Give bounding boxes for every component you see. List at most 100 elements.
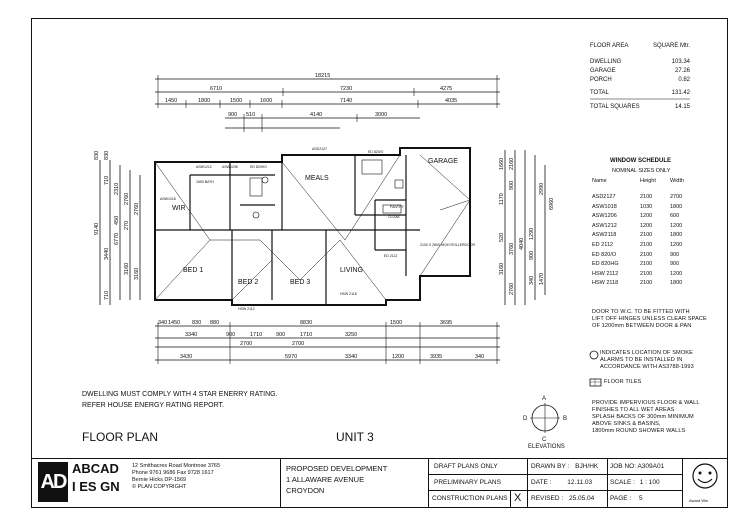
dim-right-10: 520	[499, 233, 505, 242]
dim-left-4: 2760	[124, 193, 130, 205]
dim-top-13: 3000	[375, 112, 387, 118]
title-block	[31, 458, 728, 509]
dim-left-9: 710	[104, 291, 110, 300]
plan-label-ed820o: ED 820/O	[368, 150, 384, 154]
scale: SCALE : 1 : 100	[610, 479, 660, 486]
dim-top-4: 1450	[165, 98, 177, 104]
window-width: 600	[670, 213, 680, 220]
area-row-porch: PORCH 0.82	[590, 77, 690, 83]
plan-label-bath: 1650 BATH	[196, 180, 214, 184]
dim-right-14: 1470	[539, 273, 545, 285]
dim-left-6: 3440	[104, 248, 110, 260]
plan-label-ed820hg: ED 820HG	[250, 165, 267, 169]
elevation-a: A	[542, 396, 546, 402]
dim-top-1: 6710	[210, 86, 222, 92]
room-bed2: BED 2	[238, 279, 258, 286]
dim-bot-3: 880	[210, 320, 219, 326]
dim-right-13: 3160	[499, 263, 505, 275]
dim-top-6: 1500	[230, 98, 242, 104]
room-garage: GARAGE	[428, 158, 458, 165]
dim-left-2: 830	[104, 151, 110, 160]
dim-bot-19: 3935	[430, 354, 442, 360]
window-height: 2100	[640, 261, 653, 268]
window-name: ASW1206	[592, 213, 617, 220]
dim-right-2: 2160	[509, 158, 515, 170]
plan-label-hsw2118: HSW 2118	[340, 292, 357, 296]
dim-left-3: 2310	[114, 183, 120, 195]
revised: REVISED : 25.05.04	[531, 495, 595, 502]
dim-bot-17: 3340	[345, 354, 357, 360]
dim-left-13: 2760	[134, 203, 140, 215]
elevation-b: B	[563, 416, 567, 422]
company-details: 12 Smithacres Road Montrose 3765 Phone 9…	[132, 463, 221, 490]
dim-top-5: 1800	[198, 98, 210, 104]
dim-bot-15: 3430	[180, 354, 192, 360]
room-living: LIVING	[340, 267, 363, 274]
status-mark: X	[514, 492, 522, 504]
window-height: 1200	[640, 222, 653, 229]
window-height: 2100	[640, 251, 653, 258]
dim-top-overall: 18215	[315, 73, 330, 79]
dim-bot-16: 5970	[285, 354, 297, 360]
company-logo-mark: AD	[38, 462, 68, 502]
plan-label-asd2127: ASD2127	[312, 147, 327, 151]
energy-note-1: DWELLING MUST COMPLY WITH 4 STAR ENERRY …	[82, 391, 278, 398]
dim-top-8: 7140	[340, 98, 352, 104]
window-width: 1800	[670, 232, 683, 239]
dim-top-12: 4140	[310, 112, 322, 118]
window-schedule-subtitle: NOMINAL SIZES ONLY	[612, 168, 671, 174]
window-height: 2100	[640, 232, 653, 239]
dim-left-5: 710	[104, 176, 110, 185]
status-draft: DRAFT PLANS ONLY	[434, 463, 498, 470]
dim-bot-20: 340	[475, 354, 484, 360]
tb-divider	[528, 474, 682, 475]
dim-bot-12: 3250	[345, 332, 357, 338]
award-text: Award Win	[689, 498, 709, 503]
tb-divider	[527, 458, 528, 508]
dim-right-8: 3760	[509, 243, 515, 255]
drawing-sheet-border	[31, 18, 728, 508]
dim-left-10: 450	[114, 216, 120, 225]
window-height: 1030	[640, 203, 653, 210]
dim-left-11: 270	[124, 221, 130, 230]
drawn-by: DRAWN BY : BJH/HK	[531, 463, 599, 470]
dim-top-11: 510	[246, 112, 255, 118]
tb-divider	[510, 490, 511, 508]
dim-right-7: 6960	[549, 198, 555, 210]
dim-right-6: 2990	[539, 183, 545, 195]
dim-right-5: 1290	[529, 228, 535, 240]
dim-bot-13: 2700	[240, 341, 252, 347]
area-row-dwelling: DWELLING 103.34	[590, 59, 690, 65]
dim-bot-8: 900	[226, 332, 235, 338]
dim-bot-5: 1500	[390, 320, 402, 326]
plan-label-ed2112: ED 2112	[384, 254, 397, 258]
dim-bot-6: 3695	[440, 320, 452, 326]
window-name: ASD2127	[592, 194, 616, 200]
window-height: 2100	[640, 194, 653, 200]
window-width: 1200	[670, 222, 683, 229]
tb-divider	[428, 474, 527, 475]
window-width: 1800	[670, 280, 683, 287]
plan-label-rollerdoor: 2100 X 2800 HIGH ROLLERDOOR	[420, 243, 476, 247]
window-height: 2100	[640, 242, 653, 248]
window-name: ED 820/O	[592, 251, 617, 258]
floor-plan-title: FLOOR PLAN	[82, 430, 159, 444]
area-row-garage: GARAGE 27.26	[590, 68, 690, 74]
elevation-c: C	[542, 437, 547, 443]
plan-label-asw1018: ASW1018	[160, 197, 176, 201]
dim-bot-1: 1450	[168, 320, 180, 326]
dim-right-4: 900	[509, 181, 515, 190]
plan-label-pantry: PANTRY	[390, 205, 405, 209]
room-meals: MEALS	[305, 175, 329, 182]
dim-bot-9: 1710	[250, 332, 262, 338]
status-preliminary: PRELIMINARY PLANS	[434, 479, 501, 486]
area-row-total-squares: TOTAL SQUARES 14.15	[590, 104, 690, 110]
window-width: 1200	[670, 242, 683, 248]
